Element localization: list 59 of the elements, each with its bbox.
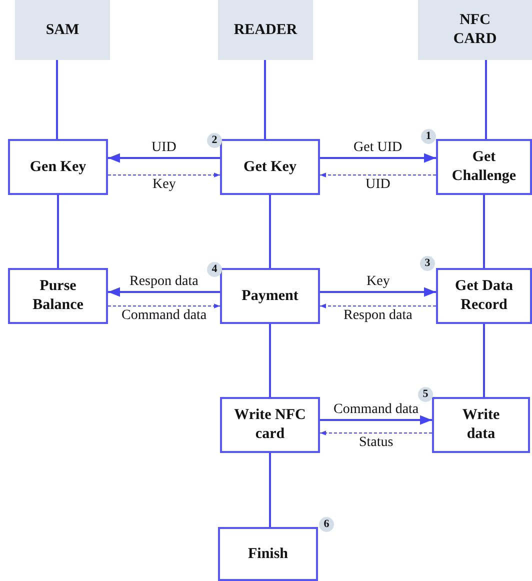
process-box (218, 527, 318, 581)
process-box (220, 397, 320, 453)
process-box (8, 139, 108, 195)
step-label: Payment (242, 286, 298, 306)
dashed-arrow (320, 430, 432, 436)
step-number-badge: 4 (207, 262, 222, 277)
arrow (108, 153, 220, 163)
edge-label: Key (366, 274, 390, 290)
edge-label: Respon data (344, 308, 412, 324)
step-label: Get Key (244, 158, 296, 176)
lifeline (57, 195, 59, 268)
edge-label: Command data (122, 308, 207, 324)
process-box (432, 397, 530, 453)
process-box (220, 268, 320, 324)
lane-title: NFC CARD (452, 11, 498, 49)
step-label: Get Data Record (454, 277, 514, 315)
dashed-arrow (108, 172, 220, 178)
dashed-arrow (108, 304, 220, 308)
step-label: Finish (248, 544, 288, 564)
arrow (320, 287, 436, 297)
process-box (220, 139, 320, 195)
dashed-arrow (320, 304, 436, 308)
step-number-badge: 6 (319, 517, 334, 532)
lane-header (15, 0, 110, 60)
lane-header (418, 0, 532, 60)
lifeline (485, 60, 487, 139)
arrow (320, 153, 436, 163)
lifeline (56, 60, 58, 139)
step-label: Get Challenge (450, 148, 518, 186)
edge-label: Key (152, 177, 176, 193)
edge-label: Status (359, 435, 394, 451)
step-label: Write data (461, 406, 501, 444)
lifeline (269, 324, 271, 397)
step-number-badge: 5 (418, 387, 433, 402)
process-box (436, 139, 532, 195)
edge-label: UID (152, 140, 176, 156)
step-label: Write NFC card (233, 406, 307, 444)
arrow (320, 415, 432, 425)
process-box (8, 268, 108, 324)
lifeline (269, 195, 271, 268)
edge-label: Command data (334, 402, 419, 418)
lifeline (269, 453, 271, 527)
lifeline (483, 324, 485, 397)
edge-label: Respon data (130, 274, 198, 290)
step-label: Gen Key (30, 158, 86, 176)
step-number-badge: 1 (421, 129, 436, 144)
lane-title: SAM (46, 20, 80, 40)
process-box (436, 268, 532, 324)
dashed-arrow (320, 172, 436, 178)
step-number-badge: 2 (207, 133, 222, 148)
edge-label: UID (366, 177, 390, 193)
lane-title: READER (234, 20, 298, 40)
lifeline (264, 60, 266, 139)
lifeline (483, 195, 485, 268)
step-label: Purse Balance (32, 277, 84, 315)
edge-label: Get UID (354, 140, 402, 156)
step-number-badge: 3 (420, 256, 435, 271)
arrow (108, 287, 220, 297)
lane-header (218, 0, 313, 60)
